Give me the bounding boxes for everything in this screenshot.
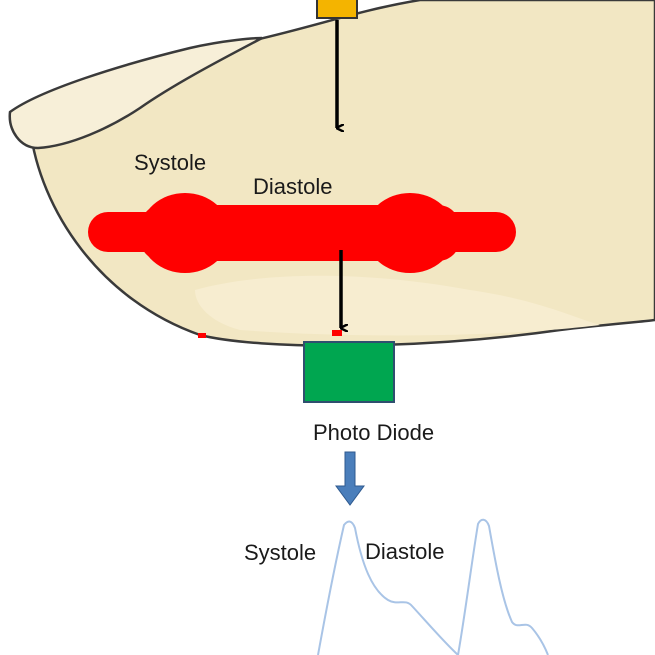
upper-diastole-label: Diastole [253,174,332,199]
red-mark-center [332,330,342,336]
photodiode-label: Photo Diode [313,420,434,445]
finger-tissue-highlight [195,275,600,336]
fingernail [8,36,263,150]
down-arrow-icon [335,451,365,506]
upper-systole-label: Systole [134,150,206,175]
photodiode-icon [303,341,395,403]
red-mark-left [198,333,206,338]
lower-systole-label: Systole [244,540,316,565]
light-source-icon [316,0,358,19]
lower-diastole-label: Diastole [365,539,444,564]
blood-vessel [88,193,516,273]
